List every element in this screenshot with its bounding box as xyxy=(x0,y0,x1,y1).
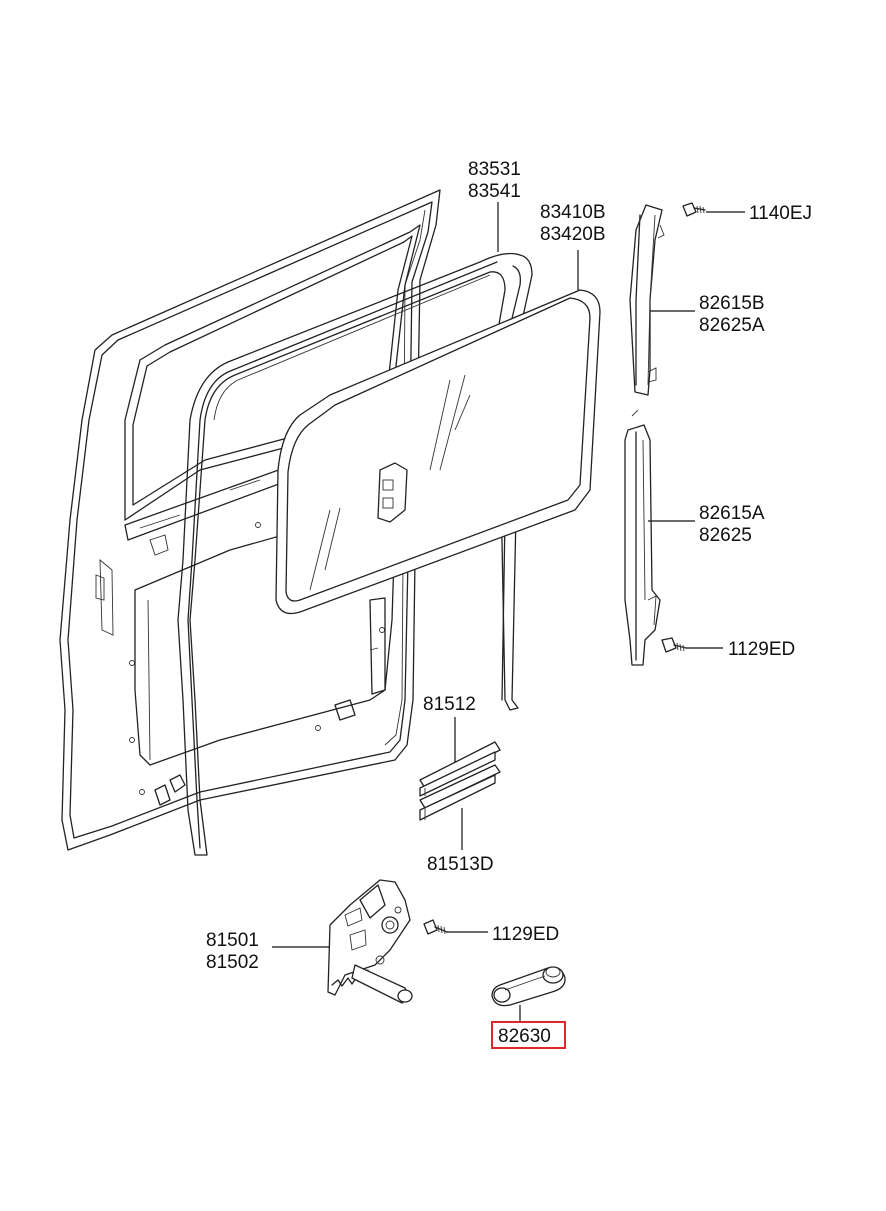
label-82615b: 82615B xyxy=(699,293,765,314)
label-1129ed-low: 1129ED xyxy=(492,924,559,945)
door-panel xyxy=(59,189,441,851)
label-83410b: 83410B xyxy=(540,202,606,223)
label-1129ed-mid: 1129ED xyxy=(728,639,795,660)
label-82630: 82630 xyxy=(498,1026,551,1047)
label-82625a: 82625A xyxy=(699,315,765,336)
label-82615a: 82615A xyxy=(699,503,765,524)
window-crank-handle xyxy=(491,966,566,1007)
glass-run-channel-lower xyxy=(624,409,661,666)
label-83420b: 83420B xyxy=(540,224,606,245)
highlight-box-82630 xyxy=(491,1021,566,1049)
label-1140ej: 1140EJ xyxy=(749,203,812,224)
bolt-1129ed-low-icon xyxy=(423,919,448,935)
window-regulator xyxy=(327,879,413,1004)
leader-lines xyxy=(272,202,745,1022)
regulator-rails xyxy=(419,741,501,821)
door-seal xyxy=(177,252,533,856)
bolt-1129ed-mid-icon xyxy=(661,637,687,653)
label-81501: 81501 xyxy=(206,930,259,951)
label-82625: 82625 xyxy=(699,525,752,546)
label-81512: 81512 xyxy=(423,694,476,715)
label-81502: 81502 xyxy=(206,952,259,973)
door-glass xyxy=(275,289,601,615)
part-labels: 83531 83541 83410B 83420B 1140EJ 82615B … xyxy=(206,159,812,1049)
glass-run-channel-upper xyxy=(629,204,665,396)
bolt-1140ej-icon xyxy=(682,202,706,217)
label-83531: 83531 xyxy=(468,159,521,180)
label-83541: 83541 xyxy=(468,181,521,202)
label-81513d: 81513D xyxy=(427,854,494,875)
